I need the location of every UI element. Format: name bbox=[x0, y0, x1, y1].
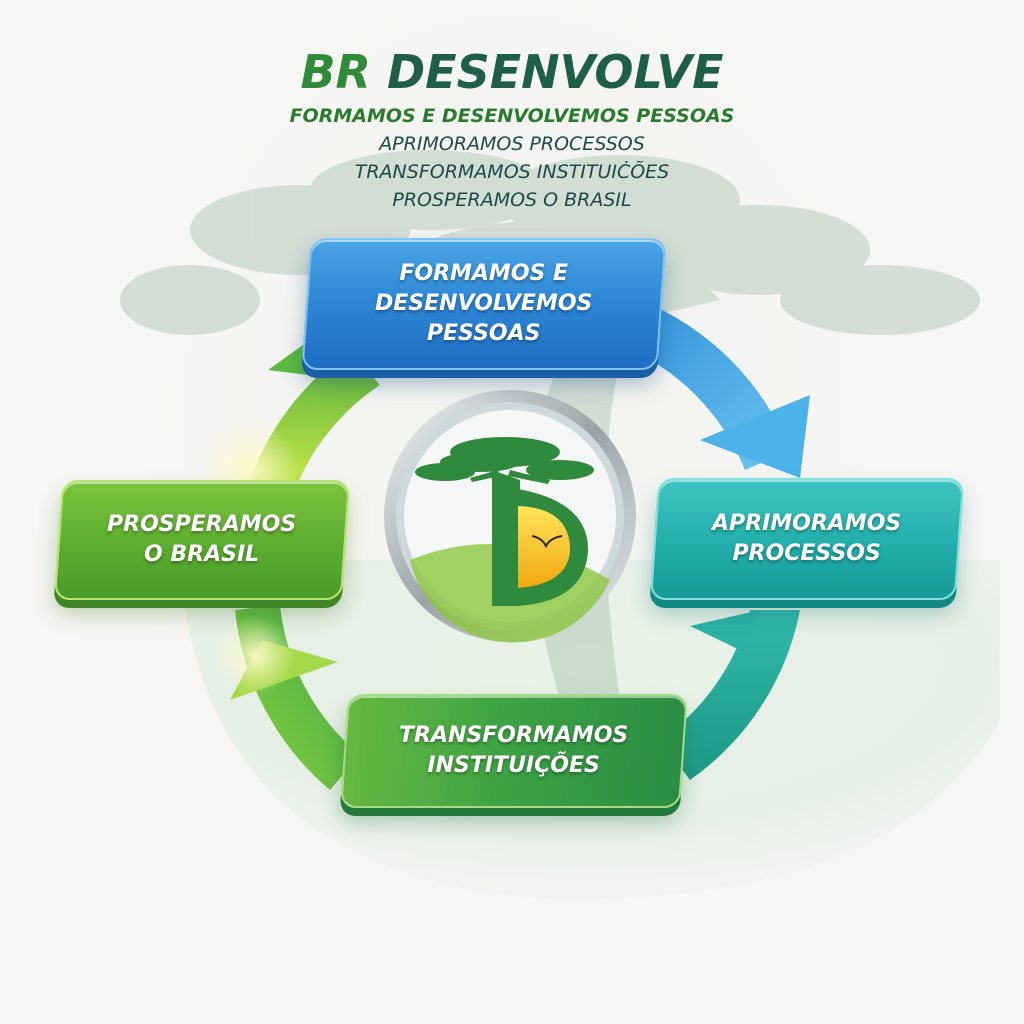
step-label-line: INSTITUIÇÕES bbox=[427, 753, 601, 778]
tagline-2: APRIMORAMOS PROCESSOS bbox=[379, 133, 645, 155]
bird-icon bbox=[531, 535, 563, 549]
step-box-formamos: FORMAMOS E DESENVOLVEMOS PESSOAS bbox=[301, 238, 667, 370]
step-box-aprimoramos: APRIMORAMOS PROCESSOS bbox=[649, 478, 965, 600]
step-label-line: APRIMORAMOS bbox=[712, 511, 902, 536]
arrow-arc-teal bbox=[660, 610, 800, 780]
tagline-1: FORMAMOS E DESENVOLVEMOS PESSOAS bbox=[289, 105, 735, 127]
page-header: BR DESENVOLVE FORMAMOS E DESENVOLVEMOS P… bbox=[0, 44, 1024, 214]
tagline-4: PROSPERAMOS O BRASIL bbox=[392, 189, 632, 211]
title-prefix: BR bbox=[300, 45, 371, 99]
center-logo bbox=[384, 390, 636, 643]
tree-canopy-icon bbox=[415, 437, 594, 484]
step-label-line: FORMAMOS E bbox=[399, 261, 569, 286]
step-label-line: O BRASIL bbox=[144, 542, 260, 567]
title-main: DESENVOLVE bbox=[386, 45, 724, 99]
step-label-line: PESSOAS bbox=[427, 321, 541, 346]
page-title: BR DESENVOLVE bbox=[0, 44, 1024, 100]
step-box-prosperamos: PROSPERAMOS O BRASIL bbox=[53, 480, 351, 600]
step-label-line: DESENVOLVEMOS bbox=[375, 291, 593, 316]
arrow-head-teal-icon bbox=[690, 610, 760, 650]
sun-icon bbox=[518, 506, 570, 588]
step-label-line: PROCESSOS bbox=[732, 541, 882, 566]
arrow-head-blue-icon bbox=[700, 395, 810, 478]
step-label-line: TRANSFORMAMOS bbox=[399, 723, 629, 748]
tagline-3: TRANSFORMAMOS INSTITUIĊÕES bbox=[354, 161, 670, 183]
step-box-transformamos: TRANSFORMAMOS INSTITUIÇÕES bbox=[340, 694, 688, 808]
step-label-line: PROSPERAMOS bbox=[107, 512, 297, 537]
